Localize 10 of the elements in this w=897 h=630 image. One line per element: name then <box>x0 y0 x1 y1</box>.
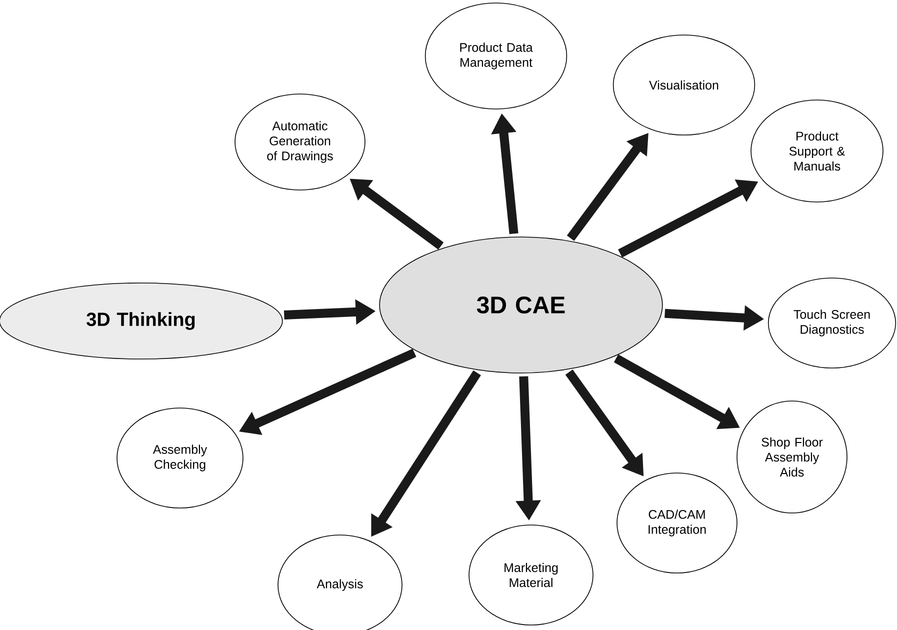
ellipse-node: Shop Floor Assembly Aids <box>736 400 848 514</box>
ellipse-node: Product Support & Manuals <box>750 100 884 202</box>
ellipse-node: Assembly Checking <box>116 408 244 508</box>
ellipse-node: Product Data Management <box>424 2 568 110</box>
ellipse-node: CAD/CAM Integration <box>616 472 738 574</box>
ellipse-node: Visualisation <box>612 34 756 136</box>
ellipse-node: 3D CAE <box>379 236 663 374</box>
ellipse-node: Automatic Generation of Drawings <box>234 94 366 190</box>
ellipse-node: Marketing Material <box>468 524 594 626</box>
ellipse-node: Touch Screen Diagnostics <box>768 278 896 368</box>
